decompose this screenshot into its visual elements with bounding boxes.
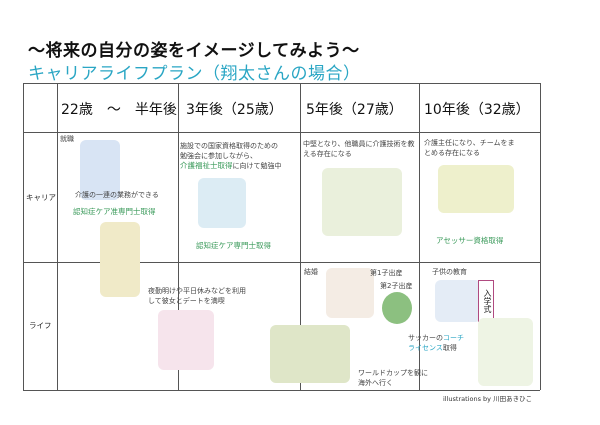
- career-cert: アセッサー資格取得: [436, 236, 504, 245]
- illustration-soccer: [478, 318, 533, 386]
- illustration-worldcup: [270, 325, 350, 383]
- column-header: 5年後（27歳）: [306, 102, 403, 118]
- career-text: 介護の一連の業務ができる: [75, 191, 159, 199]
- career-cert: 認知症ケア専門士取得: [196, 241, 271, 250]
- row-label-career: キャリア: [26, 193, 56, 202]
- career-label: 就職: [60, 135, 74, 143]
- life-worldcup: ワールドカップを観に海外へ行く: [358, 369, 428, 387]
- illustration-study: [198, 178, 246, 228]
- illustration-date: [158, 310, 214, 370]
- life-soccer: サッカーのコーチ ライセンス取得: [408, 334, 464, 352]
- column-header: 3年後（25歳）: [186, 102, 283, 118]
- page-subtitle: キャリアライフプラン（翔太さんの場合）: [28, 64, 361, 84]
- life-text: 夜勤明けや平日休みなどを利用して彼女とデートを満喫: [148, 287, 246, 305]
- page-title: 〜将来の自分の姿をイメージしてみよう〜: [28, 41, 360, 61]
- illustration-team: [438, 165, 514, 213]
- column-header: 22歳 〜 半年後: [61, 102, 177, 118]
- career-text: 施設での国家資格取得のための 勉強会に参加しながら、 介護福祉士取得に向けて勉強…: [180, 142, 282, 170]
- illustration-teaching: [322, 168, 402, 236]
- illustration-wedding: [326, 268, 374, 318]
- career-cert: 認知症ケア准専門士取得: [73, 207, 156, 216]
- career-text: 中堅となり、他職員に介護技術を教える存在になる: [303, 140, 415, 158]
- illustration-family: [435, 280, 481, 322]
- column-header: 10年後（32歳）: [424, 102, 530, 118]
- illustration-job: [80, 140, 120, 200]
- life-education: 子供の教育: [432, 268, 467, 276]
- illustration-credit: illustrations by 川田あきひこ: [443, 395, 533, 403]
- illustration-baby: [382, 292, 412, 324]
- illustration-care: [100, 222, 140, 297]
- life-child2: 第2子出産: [380, 282, 413, 290]
- entrance-ceremony-sign: 入学式: [478, 280, 494, 322]
- life-marriage: 結婚: [304, 268, 318, 276]
- career-text: 介護主任になり、チームをまとめる存在になる: [424, 139, 515, 157]
- row-label-life: ライフ: [29, 321, 52, 330]
- life-child1: 第1子出産: [370, 269, 403, 277]
